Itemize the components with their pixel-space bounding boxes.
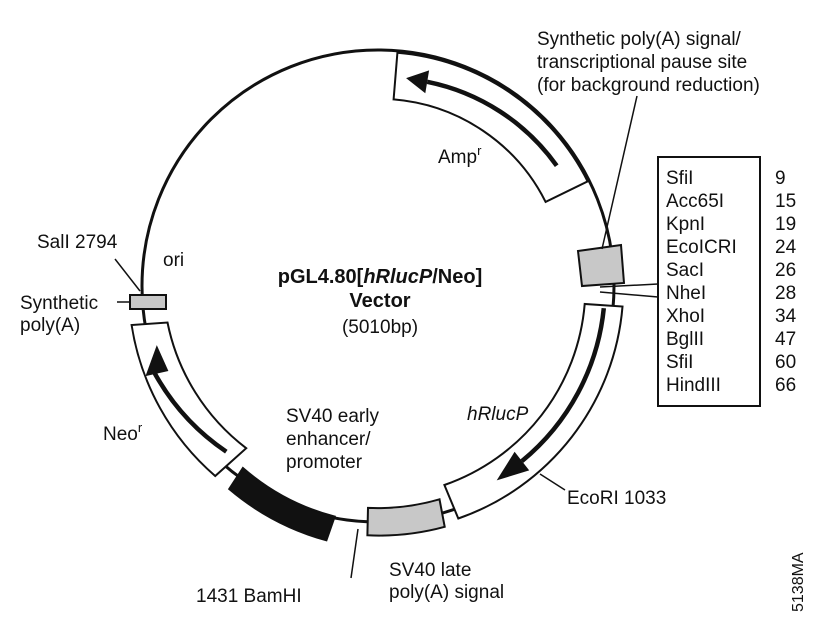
mcs-enzyme: NheI [666, 283, 706, 304]
synthetic-signal-leader [601, 95, 638, 250]
mcs-enzyme: SacI [666, 260, 704, 281]
mcs-position: 24 [775, 237, 797, 258]
synthetic-signal-line: (for background reduction) [537, 75, 760, 96]
mcs-leader-bottom [599, 291, 659, 298]
sv40-late-label: SV40 late poly(A) signal [389, 560, 504, 603]
synthetic-polya-line: poly(A) [20, 315, 80, 336]
mcs-leader-top [599, 283, 659, 288]
sv40-enhancer-line: SV40 early [286, 406, 379, 427]
mcs-enzyme: KpnI [666, 214, 705, 235]
mcs-enzyme: SfiI [666, 352, 693, 373]
vector-title-gene: hRlucP [363, 266, 433, 288]
mcs-position: 28 [775, 283, 796, 304]
ampr-feature [392, 51, 589, 204]
vector-title-line2: Vector [349, 290, 410, 312]
mcs-position: 47 [775, 329, 796, 350]
sv40-enhancer-feature [227, 466, 337, 542]
ampr-label: Ampr [438, 143, 482, 168]
mcs-enzyme: HindIII [666, 375, 721, 396]
bamhi-leader [350, 528, 359, 579]
mcs-position: 26 [775, 260, 796, 281]
ecori-site-label: EcoRI 1033 [567, 488, 666, 509]
ampr-label-base: Amp [438, 147, 477, 168]
ampr-label-sup: r [477, 143, 482, 158]
vector-size: (5010bp) [342, 317, 418, 338]
hrlucp-arrow-head [496, 451, 530, 481]
synthetic-polya-box [129, 294, 167, 310]
ampr-arrow-head [406, 70, 430, 94]
sv40-late-polya-feature [366, 498, 446, 537]
vector-title-suffix: /Neo] [432, 266, 482, 288]
mcs-position: 60 [775, 352, 796, 373]
sv40-late-line: SV40 late [389, 560, 471, 581]
neor-label-sup: r [138, 420, 143, 435]
mcs-enzyme: XhoI [666, 306, 705, 327]
mcs-enzyme: Acc65I [666, 191, 724, 212]
hrlucp-feature [443, 302, 624, 520]
sv40-enhancer-line: enhancer/ [286, 429, 371, 450]
sv40-enhancer-line: promoter [286, 452, 363, 473]
mcs-table: SfiI 9 Acc65I 15 KpnI 19 EcoICRI 24 SacI… [666, 168, 797, 396]
mcs-position: 19 [775, 214, 796, 235]
figure-code: 5138MA [790, 552, 807, 612]
mcs-enzyme: BglII [666, 329, 704, 350]
hrlucp-arrow-shaft [520, 307, 607, 463]
mcs-table-box [657, 156, 761, 407]
mcs-position: 9 [775, 168, 786, 189]
ori-label: ori [163, 250, 184, 271]
synthetic-signal-box [576, 243, 626, 288]
synthetic-polya-label: Synthetic poly(A) [20, 293, 103, 336]
neor-label: Neor [103, 420, 143, 445]
sali-leader [114, 258, 141, 292]
ampr-arrow-shaft [426, 79, 559, 168]
hrlucp-label: hRlucP [467, 404, 529, 425]
vector-title: pGL4.80[hRlucP/Neo] [278, 266, 482, 288]
vector-title-prefix: pGL4.80[ [278, 266, 364, 288]
neor-arrow-head [145, 345, 169, 377]
mcs-position: 15 [775, 191, 796, 212]
mcs-enzyme: EcoICRI [666, 237, 737, 258]
synthetic-signal-line: Synthetic poly(A) signal/ [537, 29, 742, 50]
synthetic-signal-line: transcriptional pause site [537, 52, 747, 73]
mcs-enzyme: SfiI [666, 168, 693, 189]
sali-site-label: SalI 2794 [37, 232, 118, 253]
synthetic-polya-line: Synthetic [20, 293, 98, 314]
sv40-enhancer-label: SV40 early enhancer/ promoter [286, 406, 384, 473]
mcs-position: 34 [775, 306, 797, 327]
neor-label-base: Neo [103, 424, 138, 445]
mcs-position: 66 [775, 375, 796, 396]
sv40-late-line: poly(A) signal [389, 582, 504, 603]
neor-arrow-shaft [150, 368, 228, 454]
ecori-leader [539, 473, 566, 491]
synthetic-signal-label: Synthetic poly(A) signal/ transcriptiona… [537, 29, 760, 96]
bamhi-site-label: 1431 BamHI [196, 586, 302, 607]
neor-feature [130, 321, 248, 478]
